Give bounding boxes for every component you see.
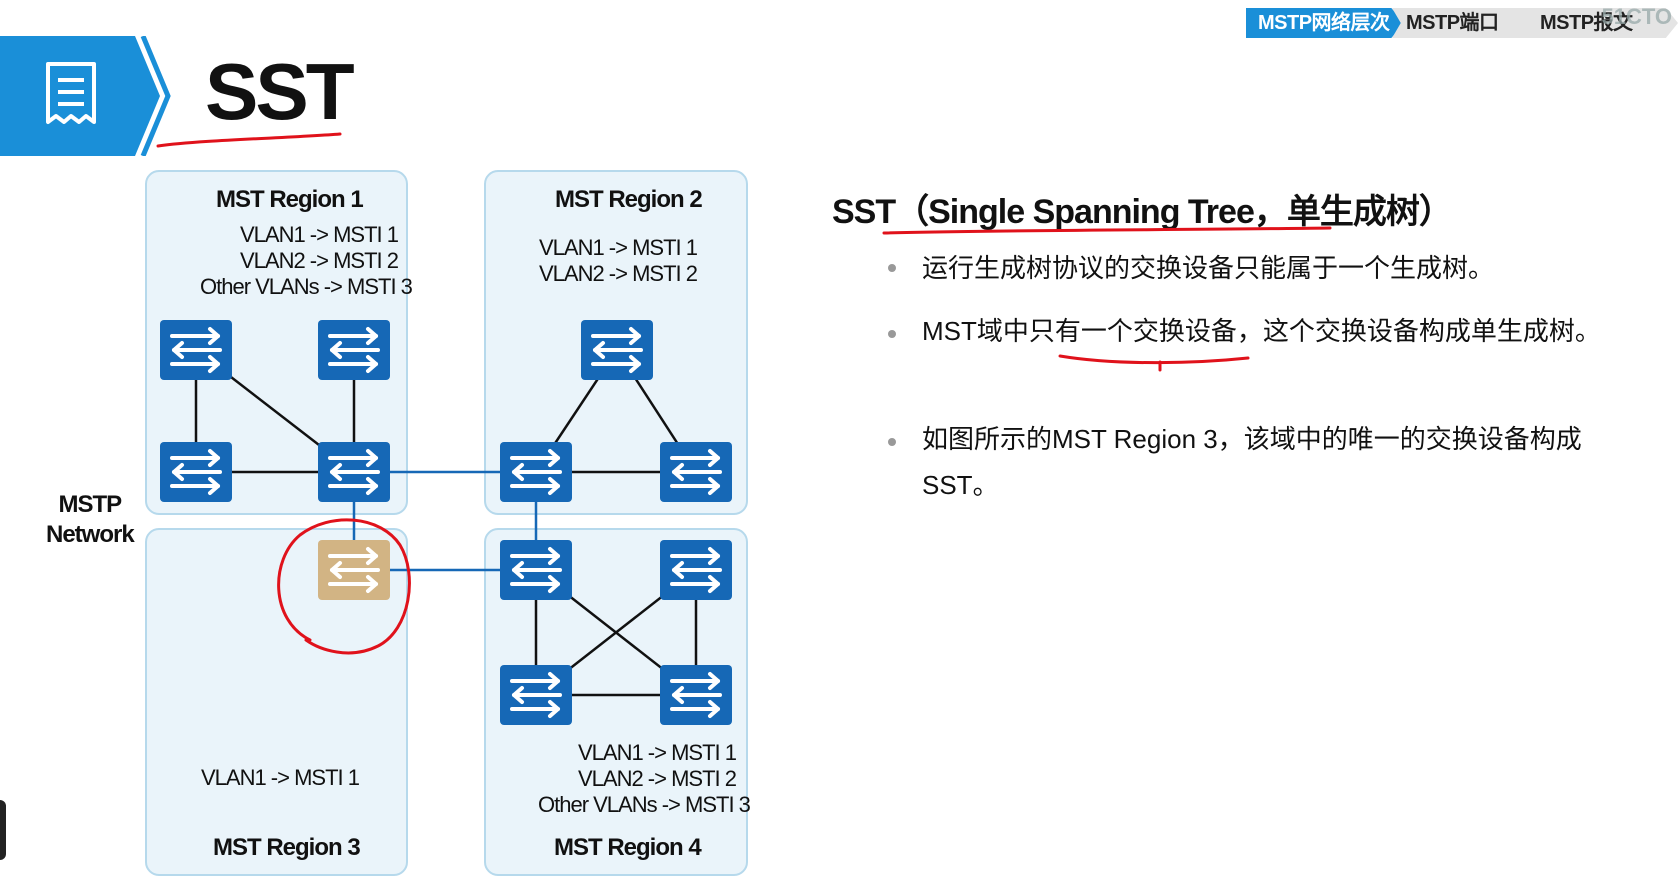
bullet-3: 如图所示的MST Region 3，该域中的唯一的交换设备构成SST。 [922, 424, 1582, 500]
region-1-mapping: VLAN1 -> MSTI 1 VLAN2 -> MSTI 2 Other VL… [200, 222, 413, 300]
crumb-mstp-messages[interactable]: MSTP报文 [1526, 8, 1678, 38]
region-2-mapping: VLAN1 -> MSTI 1 VLAN2 -> MSTI 2 [528, 235, 708, 287]
mapping-line: VLAN1 -> MSTI 1 [577, 740, 737, 765]
mapping-line: VLAN2 -> MSTI 2 [538, 261, 698, 286]
bullet-dot [888, 330, 896, 338]
breadcrumb: MSTP网络层次 MSTP端口 MSTP报文 [1246, 8, 1678, 38]
region-1-name: MST Region 1 [216, 186, 364, 213]
region-2-name: MST Region 2 [555, 186, 703, 213]
switch-icon[interactable] [500, 665, 572, 725]
section-tab [0, 36, 171, 156]
sst-heading: SST（Single Spanning Tree，单生成树） [832, 193, 1453, 231]
region-4-mapping: VLAN1 -> MSTI 1 VLAN2 -> MSTI 2 Other VL… [538, 740, 751, 818]
switch-icon[interactable] [318, 442, 390, 502]
switch-icon[interactable] [318, 320, 390, 380]
region-4-name: MST Region 4 [554, 834, 702, 861]
crumb-mstp-network-levels[interactable]: MSTP网络层次 [1246, 8, 1404, 38]
document-icon [46, 62, 96, 124]
mapping-line: VLAN1 -> MSTI 1 [200, 765, 360, 790]
bullet-dot [888, 438, 896, 446]
mstp-network-label: MSTP Network [46, 490, 135, 550]
mapping-line: VLAN2 -> MSTI 2 [239, 248, 399, 273]
switch-icon[interactable] [660, 540, 732, 600]
switch-icon[interactable] [500, 442, 572, 502]
mapping-line: VLAN1 -> MSTI 1 [538, 235, 698, 260]
switch-icon[interactable] [581, 320, 653, 380]
mapping-line: VLAN2 -> MSTI 2 [577, 766, 737, 791]
bullet-2: MST域中只有一个交换设备，这个交换设备构成单生成树。 [922, 316, 1601, 346]
switch-icon[interactable] [660, 665, 732, 725]
switch-icon[interactable] [660, 442, 732, 502]
page-title: SST [205, 47, 355, 136]
switch-icon[interactable] [160, 442, 232, 502]
bullet-dot [888, 264, 896, 272]
switch-icon[interactable] [500, 540, 572, 600]
sst-switch-icon[interactable] [318, 540, 390, 600]
watermark-logo: 51CTO [1601, 4, 1672, 29]
network-label-line: MSTP [58, 491, 123, 518]
mapping-line: VLAN1 -> MSTI 1 [239, 222, 399, 247]
mapping-line: Other VLANs -> MSTI 3 [538, 792, 751, 817]
mapping-line: Other VLANs -> MSTI 3 [200, 274, 413, 299]
region-3-name: MST Region 3 [213, 834, 361, 861]
side-marker [0, 800, 6, 860]
network-label-line: Network [46, 521, 135, 548]
crumb-mstp-ports[interactable]: MSTP端口 [1392, 8, 1538, 38]
switch-icon[interactable] [160, 320, 232, 380]
region-3-mapping: VLAN1 -> MSTI 1 [200, 765, 360, 791]
bullet-1: 运行生成树协议的交换设备只能属于一个生成树。 [922, 253, 1495, 283]
